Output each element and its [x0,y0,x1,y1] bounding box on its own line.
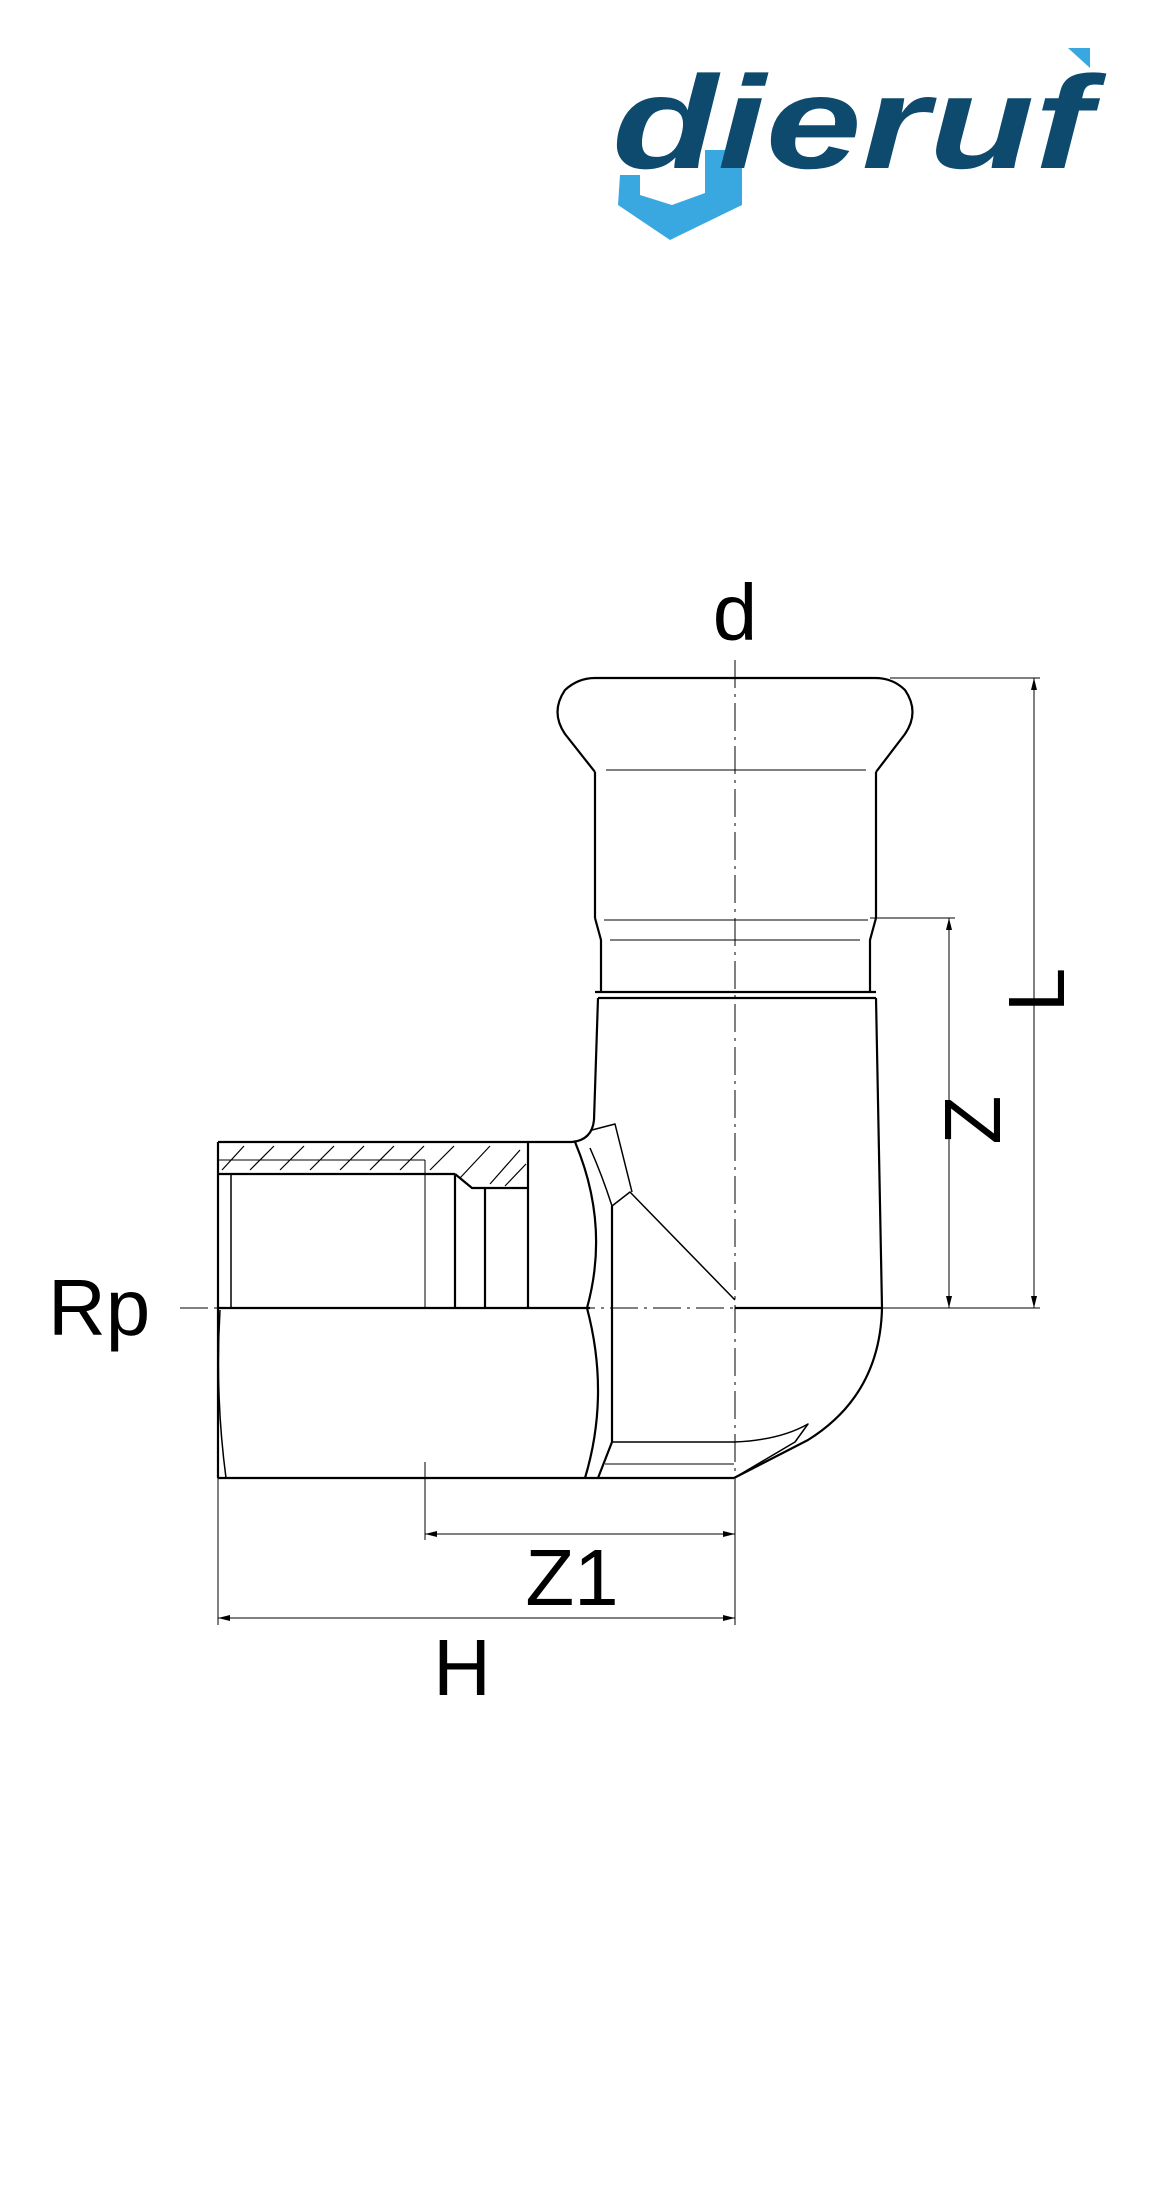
label-H: H [433,1623,491,1712]
arrow-L-bottom [1031,1296,1037,1308]
outer-bend [733,1307,884,1479]
arrow-H-left [218,1615,230,1621]
inner-bore-bottom [612,1423,809,1479]
logo-accent-corner [1068,48,1090,68]
arrow-Z1-left [425,1531,437,1537]
press-socket-outline [556,676,914,773]
arrow-L-top [1031,678,1037,690]
hatch-line [279,1145,305,1171]
arrow-H-right [723,1615,735,1621]
label-Rp: Rp [48,1263,150,1352]
logo-wordmark: dieruf [612,49,1106,196]
hatch-line [309,1145,335,1171]
thread-face-inner-lower [217,1309,227,1479]
arrow-Z1-right [723,1531,735,1537]
hatch-line [339,1145,365,1171]
label-d: d [713,568,758,657]
dimension-arrows [218,678,1037,1621]
dimension-lines [217,677,1040,1625]
label-Z: Z [928,1096,1017,1145]
hatch-line [504,1163,527,1187]
logo-accent-shape [618,150,742,240]
collar-lower-curve [583,1307,600,1479]
hatch-line [369,1145,395,1171]
socket-neck-left [593,917,603,992]
label-Z1: Z1 [525,1533,618,1622]
arrow-Z-top [946,918,952,930]
inner-chamfer [591,1123,633,1193]
elbow-fitting [216,676,914,1480]
hatch-line [221,1145,245,1171]
inner-corner-fillet [530,1119,596,1144]
body-left-wall [592,997,600,1121]
socket-neck-right [868,917,878,992]
hatch-line [399,1145,425,1171]
section-hatching [221,1145,527,1187]
hatch-line [429,1145,455,1171]
hatch-line [489,1149,521,1185]
brand-logo: dieruf [612,48,1106,240]
inner-chamfer-2 [589,1147,613,1207]
hatch-line [459,1145,491,1179]
hatch-line [249,1145,275,1171]
body-right-wall [874,997,884,1309]
inner-bore-line [596,1206,614,1479]
section-step-4 [454,1173,528,1190]
collar-upper-curve [573,1141,598,1309]
inner-bore-upper [611,1191,736,1301]
label-L: L [992,968,1081,1013]
arrow-Z-bottom [946,1296,952,1308]
